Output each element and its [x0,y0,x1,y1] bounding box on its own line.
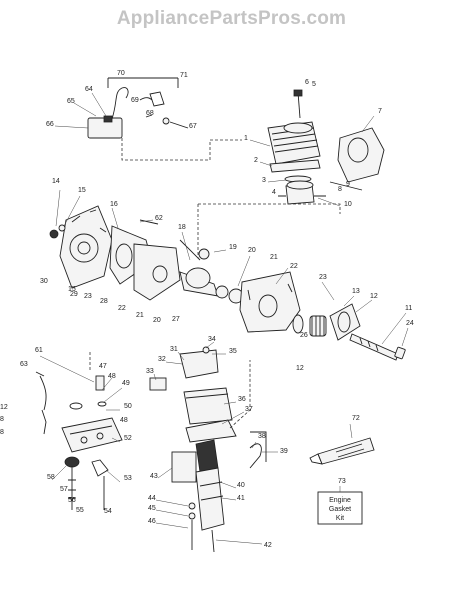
part-number-6: 6 [305,79,309,86]
part-number-38: 38 [258,433,266,440]
part-number-58: 58 [47,474,55,481]
part-number-44: 44 [148,495,156,502]
fuel-tank-group [149,341,278,553]
part-number-54: 54 [104,508,112,515]
part-number-47: 47 [99,363,107,370]
part-number-20: 20 [153,317,161,324]
part-number-20: 20 [248,247,256,254]
part-number-39: 39 [280,448,288,455]
part-number-15: 15 [78,187,86,194]
part-number-34: 34 [208,336,216,343]
part-number-13: 13 [352,288,360,295]
part-number-36: 36 [238,396,246,403]
part-number-61: 61 [35,347,43,354]
part-number-42: 42 [264,542,272,549]
crankshaft-group [179,222,301,333]
part-number-72: 72 [352,415,360,422]
part-number-9: 9 [346,181,350,188]
part-number-52: 52 [124,435,132,442]
part-number-48: 48 [108,373,116,380]
part-number-7: 7 [378,108,382,115]
part-number-57: 57 [60,486,68,493]
part-number-33: 33 [146,368,154,375]
carburetor-group [35,352,123,510]
part-number-35: 35 [229,348,237,355]
part-number-73: 73 [338,478,346,485]
part-number-29: 29 [70,291,78,298]
flywheel-group [49,189,181,301]
gasket-kit-line1: Engine [329,497,351,504]
part-number-11: 11 [405,305,412,312]
part-number-21: 21 [270,254,278,261]
part-number-40: 40 [237,482,245,489]
part-number-15: 15 [68,286,76,293]
gasket-kit-line3: Kit [336,515,344,522]
part-number-55: 55 [76,507,84,514]
gasket-kit-line2: Gasket [329,506,351,513]
part-number-30: 30 [40,278,48,285]
gasket-kit-box: Engine Gasket Kit [317,486,363,525]
part-number-1: 1 [244,135,248,142]
part-number-22: 22 [290,263,298,270]
part-number-43: 43 [150,473,158,480]
part-number-65: 65 [67,98,75,105]
part-number-46: 46 [148,518,156,525]
part-number-4: 4 [272,189,276,196]
part-number-62: 62 [155,215,163,222]
part-number-45: 45 [148,505,156,512]
part-number-16: 16 [110,201,118,208]
part-number-56: 56 [68,497,76,504]
part-number-8: 8 [0,416,4,423]
part-number-37: 37 [245,406,253,413]
part-number-14: 14 [52,178,60,185]
part-number-3: 3 [262,177,266,184]
part-number-50: 50 [124,403,132,410]
part-number-31: 31 [170,346,178,353]
part-number-32: 32 [158,356,166,363]
part-number-5: 5 [312,81,316,88]
part-number-22: 22 [118,305,126,312]
part-number-28: 28 [100,298,108,305]
watermark-text: AppliancePartsPros.com [116,8,347,29]
part-number-49: 49 [122,380,130,387]
part-number-69: 69 [131,97,139,104]
part-number-48: 48 [120,417,128,424]
part-number-27: 27 [172,316,180,323]
part-number-63: 63 [20,361,28,368]
part-number-67: 67 [189,123,197,130]
part-number-71: 71 [180,72,188,79]
part-number-41: 41 [237,495,245,502]
sealant-tube [309,423,375,465]
part-number-64: 64 [85,86,93,93]
clutch-drum-group [292,281,409,361]
part-number-23: 23 [84,293,92,300]
part-number-8: 8 [0,429,4,436]
part-number-19: 19 [229,244,237,251]
part-number-53: 53 [124,475,132,482]
part-number-21: 21 [136,312,144,319]
cylinder-group [197,89,385,220]
part-number-12: 12 [0,404,8,411]
part-number-66: 66 [46,121,54,128]
part-number-24: 24 [406,320,414,327]
part-number-18: 18 [178,224,186,231]
part-number-23: 23 [319,274,327,281]
ignition-module-group [54,77,242,161]
part-number-26: 26 [300,332,308,339]
part-number-10: 10 [344,201,352,208]
part-number-12: 12 [296,365,304,372]
part-number-8: 8 [338,186,342,193]
part-number-2: 2 [254,157,258,164]
part-number-12: 12 [370,293,378,300]
part-number-68: 68 [146,110,154,117]
part-number-70: 70 [117,70,125,77]
